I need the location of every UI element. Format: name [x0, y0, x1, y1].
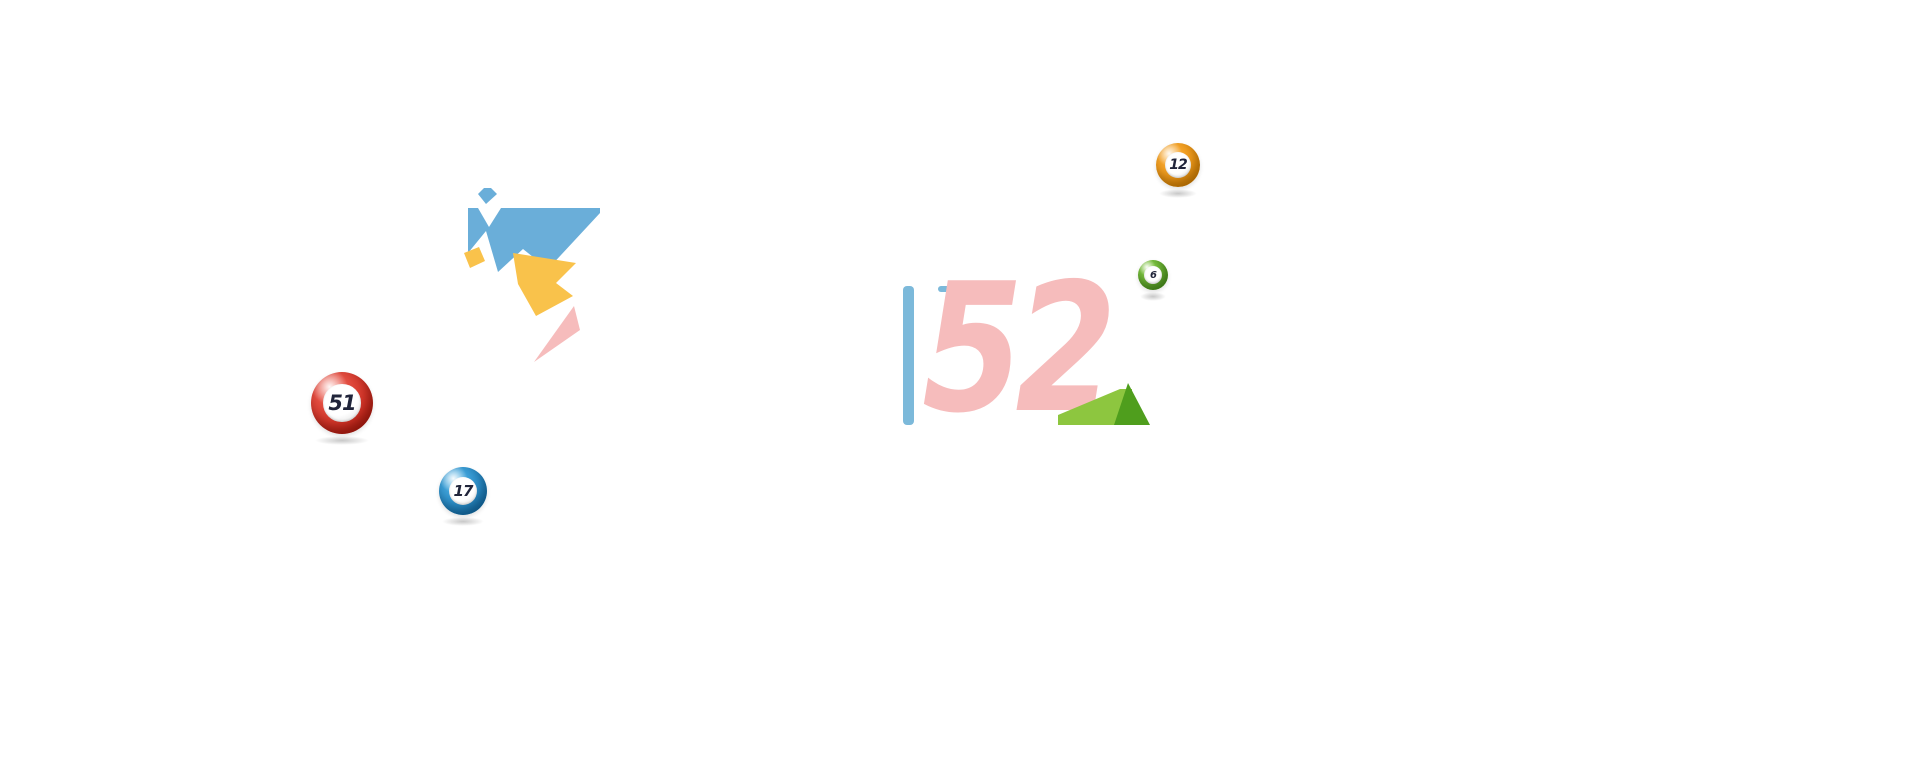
- ball-sphere: 6: [1138, 260, 1168, 290]
- confetti-yellow-square: [464, 247, 485, 268]
- ball-number: 17: [453, 481, 474, 500]
- ball-shadow: [441, 517, 485, 526]
- ball-number: 6: [1150, 269, 1157, 281]
- bingo-ball-12: 12: [1156, 143, 1200, 198]
- ball-number: 12: [1169, 156, 1188, 173]
- confetti-blue-ribbon: [468, 208, 600, 272]
- ball-sphere: 12: [1156, 143, 1200, 187]
- confetti-yellow-ribbon: [513, 253, 576, 316]
- ball-number-face: 17: [448, 476, 478, 506]
- pencil-body: [1058, 389, 1132, 425]
- bingo-ball-51: 51: [311, 372, 373, 445]
- ball-number-face: 12: [1164, 151, 1192, 179]
- blue-bar-shape: [903, 286, 914, 425]
- bingo-ball-6: 6: [1138, 260, 1168, 301]
- ball-number-face: 51: [323, 384, 361, 422]
- ball-number-face: 6: [1144, 266, 1162, 284]
- confetti-pink-wedge: [534, 306, 580, 362]
- ball-sphere: 17: [439, 467, 487, 515]
- confetti-blue-ribbon-notch: [478, 208, 501, 227]
- blue-underline-shape: [938, 286, 1000, 292]
- ball-sphere: 51: [311, 372, 373, 434]
- ball-shadow: [1158, 189, 1198, 198]
- bingo-ball-17: 17: [439, 467, 487, 526]
- ball-number: 51: [328, 391, 356, 415]
- ball-shadow: [314, 436, 370, 445]
- confetti-gem-icon: [478, 188, 497, 204]
- green-pencil-icon: [1058, 383, 1150, 425]
- ball-shadow: [1139, 292, 1167, 301]
- confetti-illustration: [464, 188, 600, 362]
- score-illustration: 52: [898, 260, 1158, 438]
- pencil-tip: [1114, 383, 1150, 425]
